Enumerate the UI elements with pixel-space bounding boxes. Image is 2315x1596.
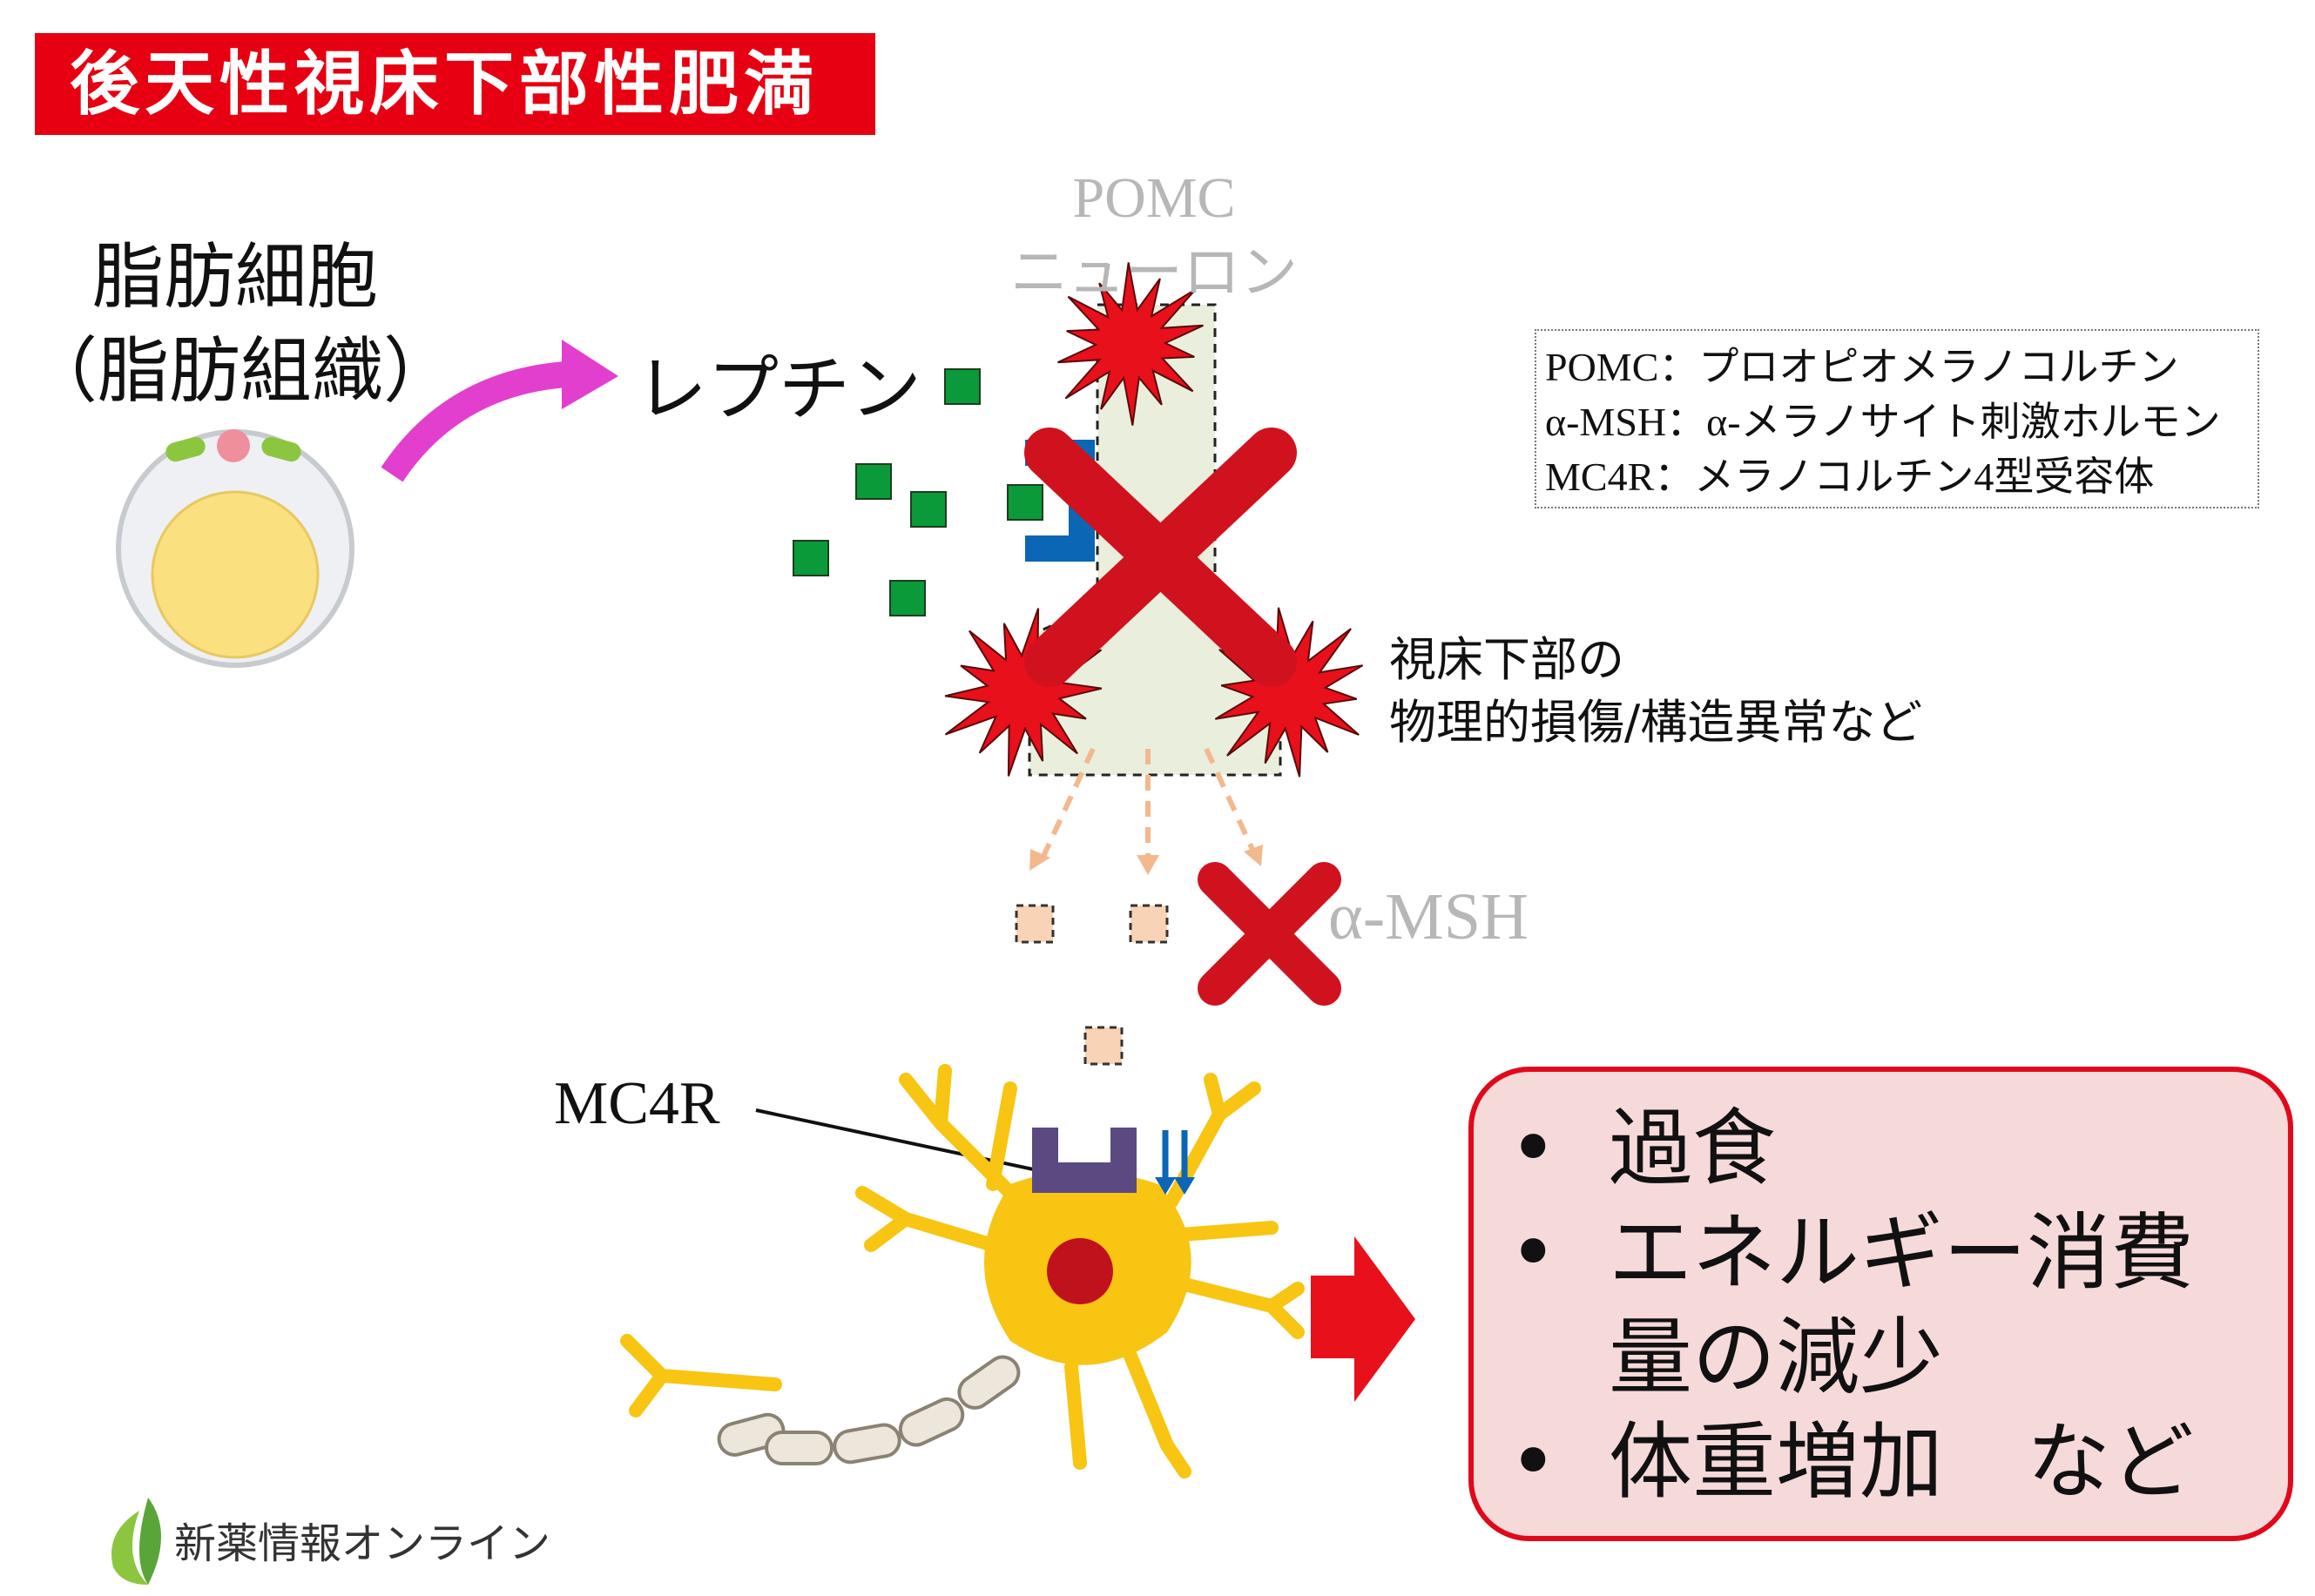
glossary-msh: α-MSH：α-メラノサイト刺激ホルモン — [1545, 400, 2221, 444]
msh-molecules — [1015, 904, 1169, 1066]
result-list: 過食 エネルギー消費量の減少 体重増加 など — [1508, 1096, 2236, 1514]
damage-line1: 視床下部の — [1389, 632, 1624, 687]
result-arrow — [1311, 1236, 1415, 1402]
fat-cell-line2: （脂肪組織） — [26, 330, 456, 413]
fat-cell-label: 脂肪細胞 （脂肪組織） — [26, 231, 456, 419]
leptin-label: レプチン — [636, 348, 922, 431]
result-item-overeating: 過食 — [1508, 1096, 2236, 1201]
mc4r-label: MC4R — [554, 1070, 720, 1137]
page-title: 後天性視床下部性肥満 — [35, 33, 875, 135]
mc4r-neuron-icon — [620, 1064, 1305, 1478]
block-cross-small — [1198, 862, 1341, 1006]
glossary-pomc: POMC：プロオピオメラノコルチン — [1545, 345, 2179, 389]
damage-line2: 物理的損傷/構造異常など — [1389, 695, 1923, 750]
abbreviation-glossary: POMC：プロオピオメラノコルチン α-MSH：α-メラノサイト刺激ホルモン M… — [1535, 329, 2259, 508]
leptin-molecules — [793, 368, 1043, 616]
secretion-arrow — [381, 340, 618, 482]
damage-label: 視床下部の 物理的損傷/構造異常など — [1389, 629, 1922, 754]
pomc-line1: POMC — [1072, 166, 1236, 230]
pomc-neuron-label: POMC ニューロン — [1002, 161, 1306, 311]
glossary-mc4r: MC4R：メラノコルチン4型受容体 — [1545, 455, 2155, 499]
result-box: 過食 エネルギー消費量の減少 体重増加 など — [1468, 1067, 2293, 1541]
pomc-line2: ニューロン — [1010, 241, 1298, 305]
fat-cell-line1: 脂肪細胞 — [91, 236, 378, 319]
result-item-energy: エネルギー消費量の減少 — [1508, 1201, 2236, 1410]
brand-logo-icon — [111, 1498, 161, 1585]
result-item-weight: 体重増加 など — [1508, 1410, 2236, 1514]
fat-cell-icon — [116, 429, 354, 668]
block-cross-large — [1024, 428, 1297, 687]
msh-label: α-MSH — [1328, 880, 1529, 953]
damage-burst-icons — [944, 262, 1364, 778]
msh-release-arrows — [1038, 747, 1257, 864]
brand-name: 新薬情報オンライン — [174, 1519, 551, 1568]
